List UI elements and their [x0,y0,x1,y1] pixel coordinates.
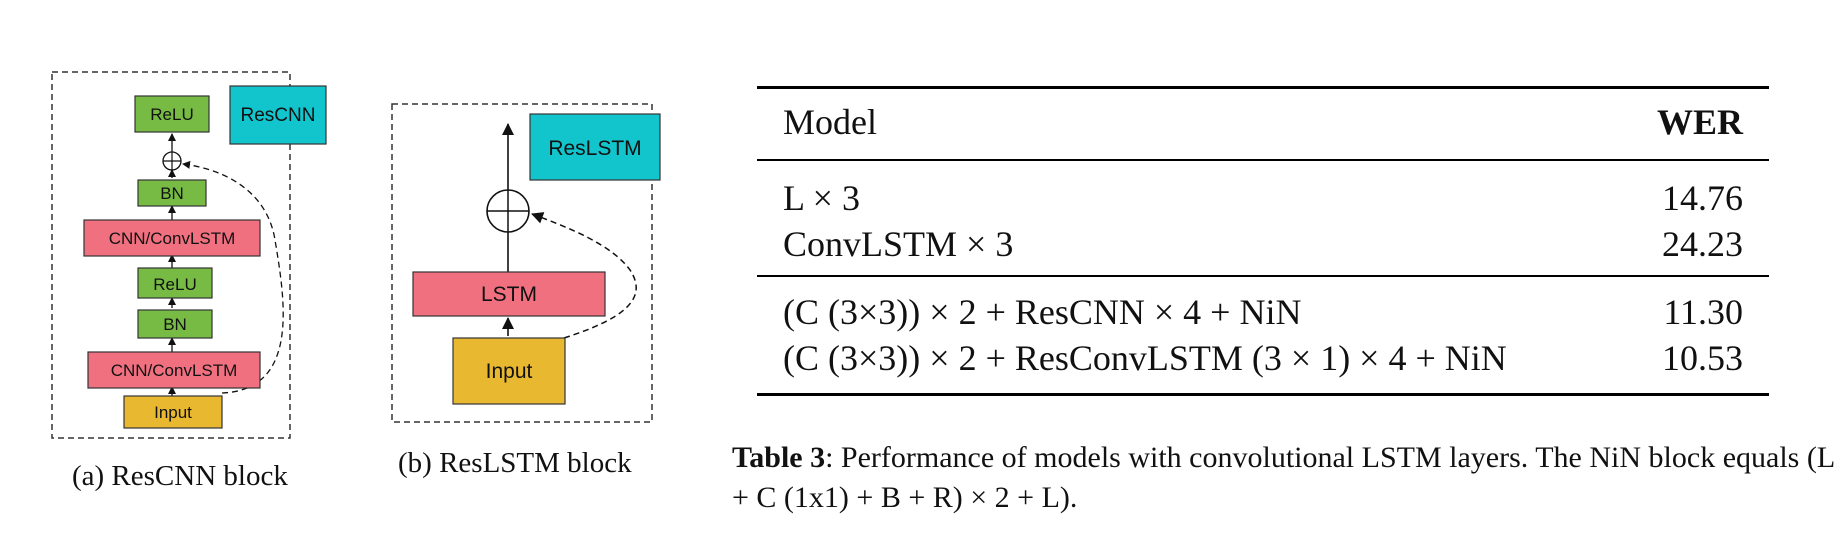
reslstm-tag-box [529,113,661,181]
rescnn-cnn2-label: CNN/ConvLSTM [111,361,238,380]
rescnn-relu2-box [137,267,213,299]
rescnn-block-diagram: ResCNN ReLU BN CNN/ConvLSTM ReLU BN CNN/… [51,71,327,439]
table-caption-text: : Performance of models with convolution… [732,441,1835,514]
model-cell: (C (3×3)) × 2 + ResCNN × 4 + NiN [757,275,1617,335]
model-cell: L × 3 [757,159,1617,221]
reslstm-lstm-label: LSTM [481,283,537,306]
table-row: ConvLSTM × 3 24.23 [757,221,1769,276]
model-cell: (C (3×3)) × 2 + ResConvLSTM (3 × 1) × 4 … [757,335,1617,396]
wer-cell: 11.30 [1616,275,1769,335]
reslstm-tag-label: ResLSTM [548,137,641,160]
reslstm-input-box [452,337,566,405]
rescnn-skip-connection [182,160,284,394]
table-caption-label: Table 3 [732,441,826,474]
wer-cell: 14.76 [1616,159,1769,221]
table-row: (C (3×3)) × 2 + ResCNN × 4 + NiN 11.30 [757,275,1769,335]
table-header-row: Model WER [757,86,1769,160]
model-cell: ConvLSTM × 3 [783,224,1014,264]
header-wer: WER [1616,86,1769,160]
reslstm-block-diagram: ResLSTM LSTM Input [391,103,661,423]
figure-b-caption: (b) ResLSTM block [398,447,632,479]
reslstm-sum-node [486,189,530,233]
results-table: Model WER L × 3 14.76 ConvLSTM × 3 24.23… [757,86,1769,396]
reslstm-input-label: Input [486,360,533,383]
rescnn-dashed-border [51,71,291,439]
rescnn-tag-label: ResCNN [241,105,316,126]
rescnn-bn2-label: BN [163,315,187,334]
reslstm-skip-connection [531,212,637,339]
header-model: Model [757,86,1617,160]
table-row: L × 3 14.76 [757,159,1769,221]
wer-cell: 24.23 [1662,224,1743,264]
rescnn-bn-label: BN [160,184,184,203]
rescnn-tag-box [229,85,327,145]
rescnn-cnn-box [83,219,261,257]
rescnn-bn2-box [137,309,213,339]
reslstm-lstm-box [412,271,606,317]
rescnn-bn-box [137,179,207,207]
reslstm-dashed-border [391,103,653,423]
figure-a-caption: (a) ResCNN block [72,460,288,492]
table-row: (C (3×3)) × 2 + ResConvLSTM (3 × 1) × 4 … [757,335,1769,396]
rescnn-relu-label: ReLU [150,105,193,124]
rescnn-input-label: Input [154,403,192,422]
rescnn-relu-box [134,95,210,133]
table-caption: Table 3: Performance of models with conv… [732,438,1836,518]
rescnn-relu2-label: ReLU [153,275,196,294]
rescnn-cnn2-box [87,351,261,389]
rescnn-sum-node [162,151,182,171]
rescnn-cnn-label: CNN/ConvLSTM [109,229,236,248]
wer-cell: 10.53 [1616,335,1769,396]
rescnn-input-box [123,395,223,429]
